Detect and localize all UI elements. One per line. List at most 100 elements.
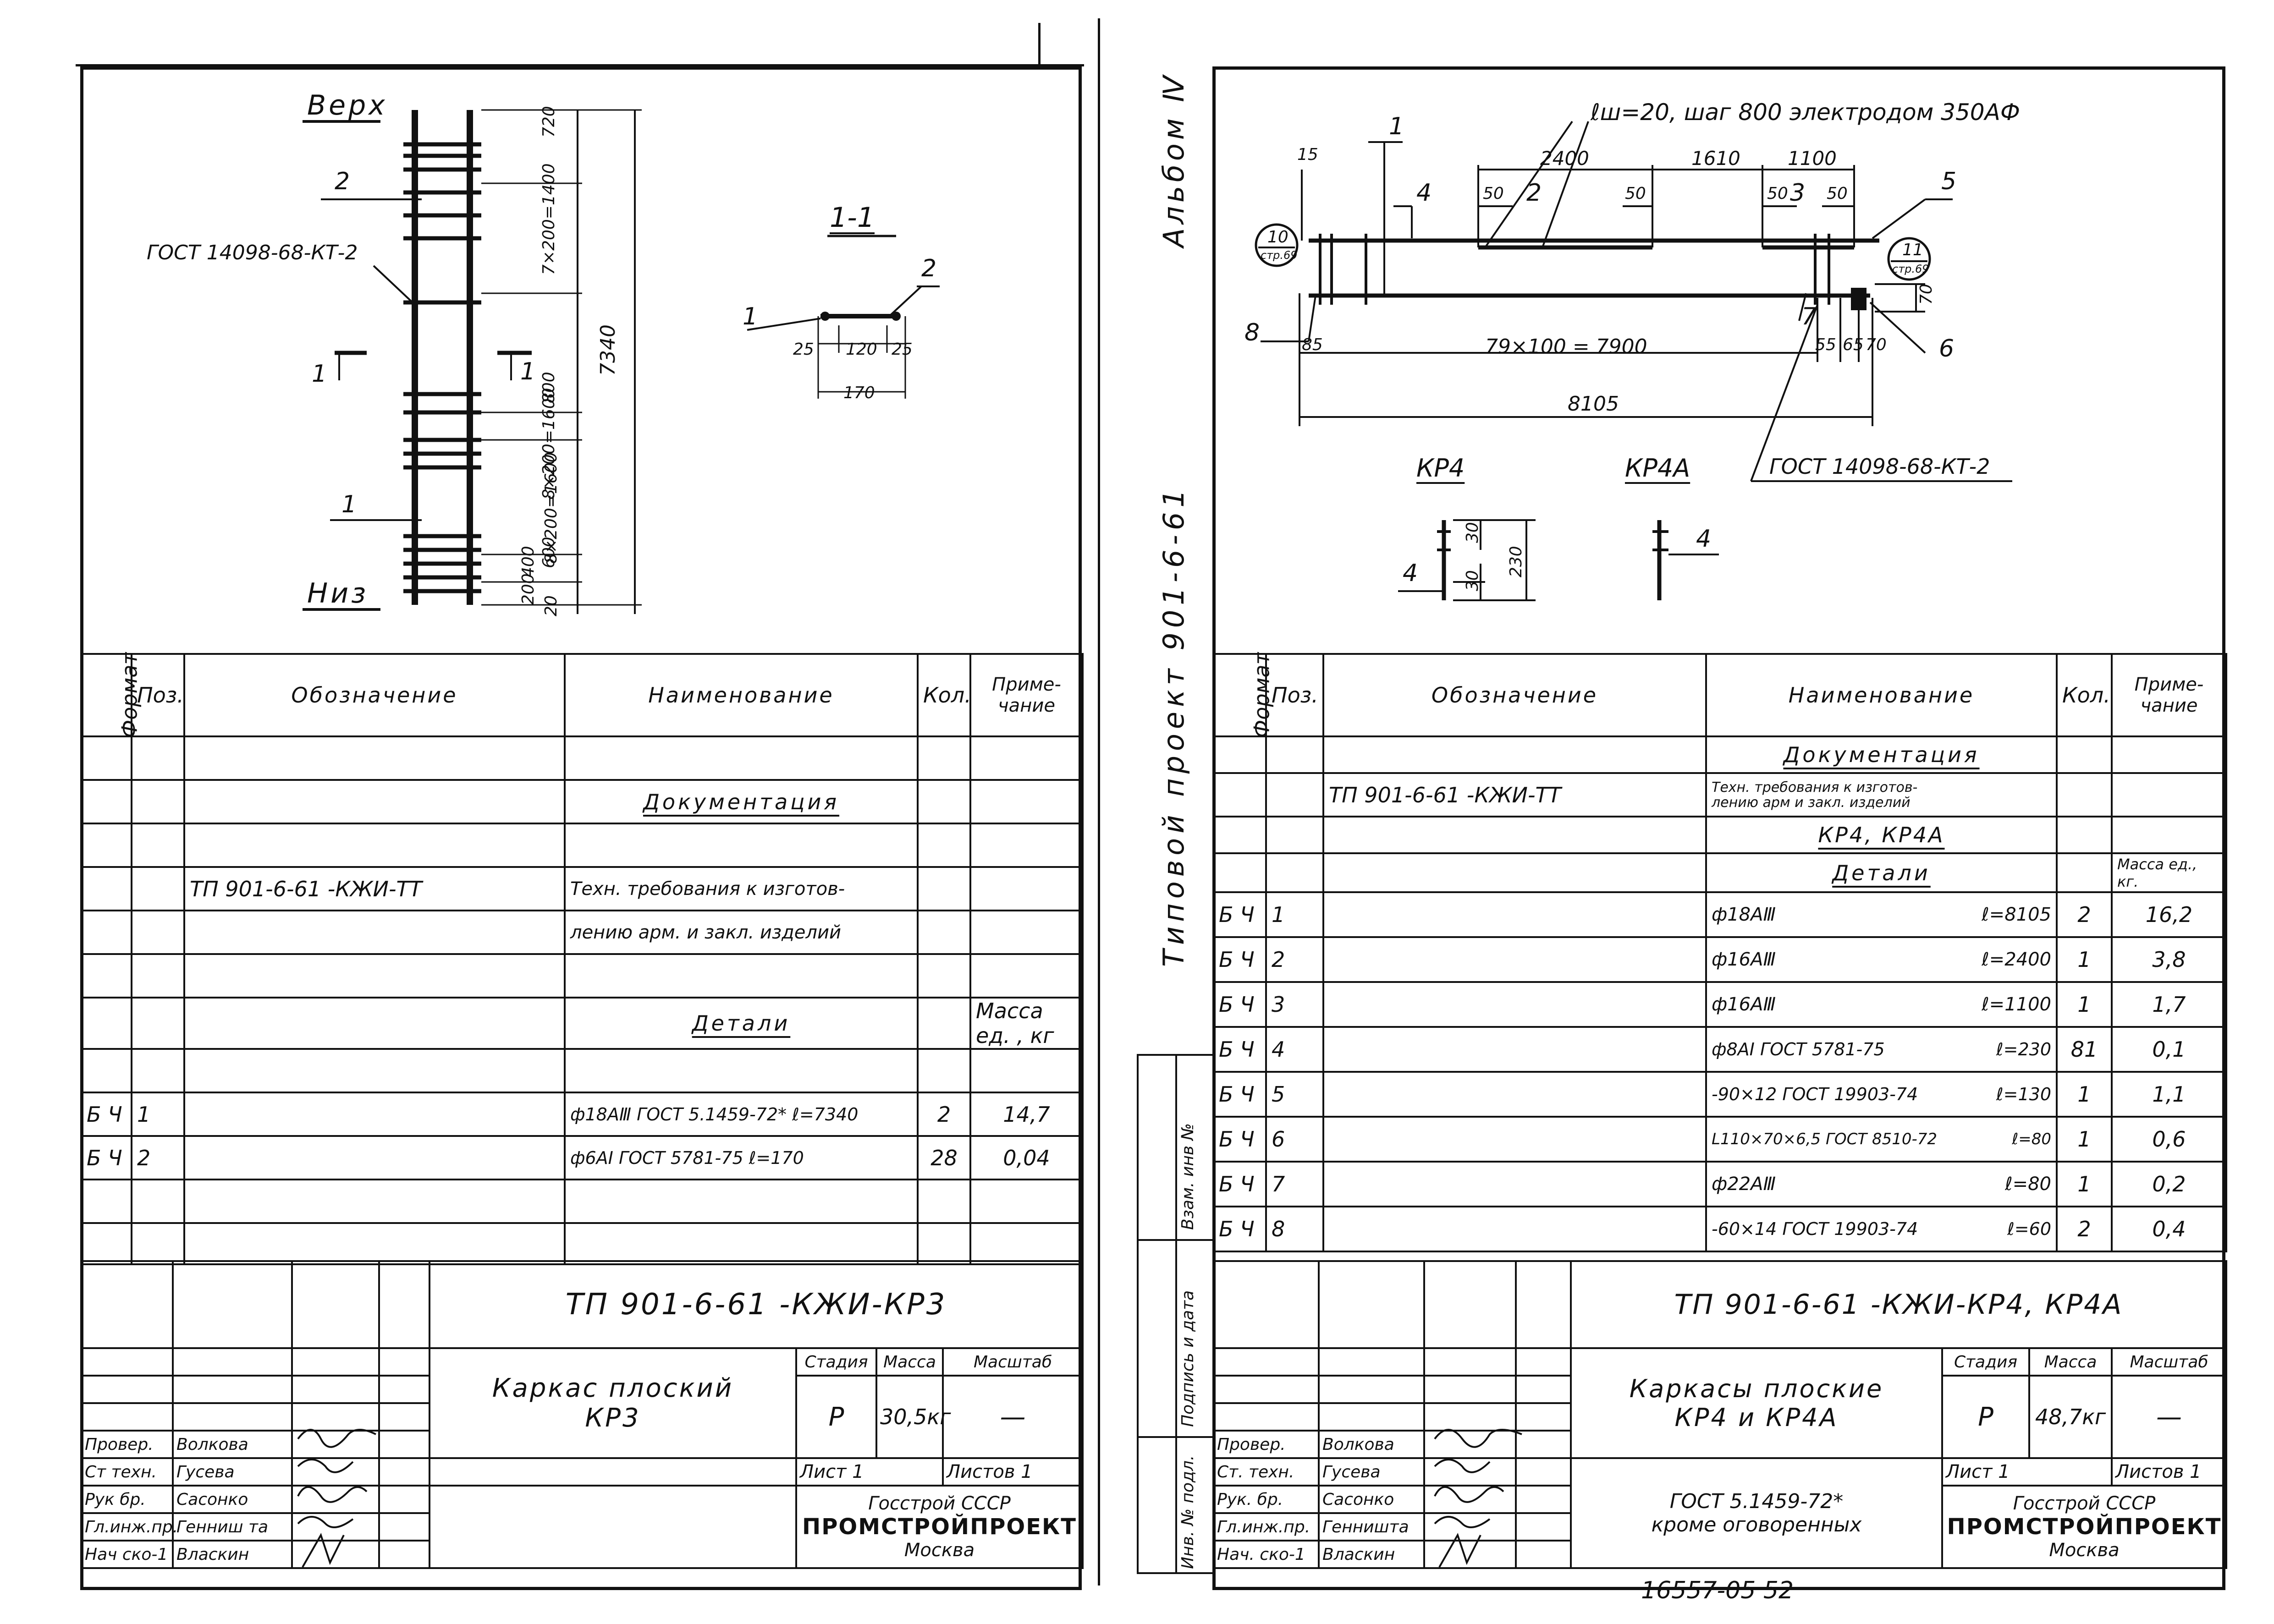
right-section-details: Детали <box>1705 852 2058 893</box>
inventory-strip: Взам. инв № Подпись и дата Инв. № подл. <box>1137 1054 1212 1574</box>
left-spec-table: Формат Поз. Обозначение Наименование Кол… <box>80 653 1084 1265</box>
section-details: Детали <box>564 997 919 1050</box>
right-org-1: Госстрой СССР <box>2013 1493 2156 1514</box>
right-header-note: Приме- чание <box>2111 653 2227 737</box>
dim-2400: 2400 <box>1540 147 1589 170</box>
stage-value: Р <box>795 1375 877 1459</box>
mark-5: 5 <box>1941 168 1957 195</box>
sheet-number: Лист 1 <box>795 1457 944 1487</box>
footer-code: 16557-05 52 <box>1641 1577 1794 1604</box>
org-1: Госстрой СССР <box>868 1493 1011 1514</box>
section-pos-2: 2 <box>921 255 937 282</box>
mass-note: Масса ед. , кг <box>969 997 1084 1050</box>
right-scale-header: Масштаб <box>2110 1347 2228 1377</box>
pos-2-label: 2 <box>335 168 350 195</box>
pos-1-label: 1 <box>341 491 357 518</box>
right-stage-header: Стадия <box>1941 1347 2030 1377</box>
circle-right-number: 11 <box>1902 241 1923 259</box>
circle-right-sub: стр.69 <box>1892 263 1929 275</box>
weld-note: ℓш=20, шаг 800 электродом 350АФ <box>1591 99 2020 126</box>
fold-mark-left <box>1038 23 1041 66</box>
right-stamp-title-2: КР4 и КР4А <box>1674 1403 1839 1432</box>
right-stage-value: Р <box>1941 1375 2030 1459</box>
stage-header: Стадия <box>795 1347 877 1377</box>
right-mass-header: Масса <box>2028 1347 2113 1377</box>
right-mass-note: Масса ед., кг. <box>2111 852 2227 893</box>
dim-85: 85 <box>1302 335 1323 354</box>
scale-header: Масштаб <box>942 1347 1084 1377</box>
right-section-documentation: Документация <box>1705 735 2058 774</box>
right-scale-value: — <box>2110 1375 2228 1459</box>
dim-50a: 50 <box>1483 184 1504 203</box>
dim-65: 65 <box>1843 335 1864 354</box>
mark-3: 3 <box>1790 179 1806 207</box>
header-name: Наименование <box>564 653 919 737</box>
org-2: ПРОМСТРОЙПРОЕКТ <box>802 1514 1077 1540</box>
right-gost-label: ГОСТ 14098-68-КТ-2 <box>1769 454 1990 479</box>
left-stamp-title-2: КР3 <box>585 1403 641 1433</box>
dim-50d: 50 <box>1827 184 1848 203</box>
mark-7: 7 <box>1801 303 1817 330</box>
gost-label: ГОСТ 14098-68-КТ-2 <box>147 241 358 264</box>
section-dim-25b: 25 <box>892 340 913 359</box>
fold-mark-right <box>1098 18 1100 1586</box>
right-doc-name-1: Техн. требования к изготов- <box>1712 779 1918 796</box>
doc-name-1: Техн. требования к изготов- <box>564 866 919 911</box>
header-qty: Кол. <box>917 653 971 737</box>
dim-50c: 50 <box>1767 184 1788 203</box>
dim-7900: 79×100 = 7900 <box>1485 335 1647 358</box>
right-gost-note-2: кроме оговоренных <box>1651 1513 1862 1536</box>
dim-70-bottom: 70 <box>1866 335 1887 354</box>
dim-8105: 8105 <box>1568 392 1619 416</box>
right-stamp-code: ТП 901-6-61 -КЖИ-КР4, КР4А <box>1569 1260 2228 1349</box>
right-sheet-number: Лист 1 <box>1941 1457 2113 1487</box>
header-format: Формат <box>80 653 142 738</box>
section-pos-1: 1 <box>743 303 758 330</box>
right-org-2: ПРОМСТРОЙПРОЕКТ <box>1947 1514 2222 1540</box>
section-dim-170: 170 <box>843 384 875 402</box>
dim-50b: 50 <box>1625 184 1646 203</box>
mass-header: Масса <box>875 1347 944 1377</box>
mass-value: 30,5кг <box>875 1375 951 1459</box>
right-org-3: Москва <box>2049 1540 2120 1561</box>
kr4-pos: 4 <box>1403 560 1418 587</box>
right-doc-ref: ТП 901-6-61 -КЖИ-ТТ <box>1322 772 1707 817</box>
left-stamp-code: ТП 901-6-61 -КЖИ-КР3 <box>428 1260 1084 1349</box>
circle-left-number: 10 <box>1267 228 1288 247</box>
section-dim-120: 120 <box>846 340 877 359</box>
header-note: Приме- чание <box>969 653 1084 737</box>
right-header-designation: Обозначение <box>1322 653 1707 737</box>
right-header-pos: Поз. <box>1265 653 1324 737</box>
top-edge-line <box>76 64 1084 66</box>
mark-2: 2 <box>1526 179 1542 207</box>
right-gost-note-1: ГОСТ 5.1459-72* <box>1669 1490 1844 1513</box>
section-mark-right: 1 <box>520 358 536 385</box>
right-title-block: ТП 901-6-61 -КЖИ-КР4, КР4А Каркасы плоск… <box>1212 1260 2228 1569</box>
right-doc-name-2: лению арм и закл. изделий <box>1712 794 1911 811</box>
dim-1610: 1610 <box>1691 147 1740 170</box>
section-documentation: Документация <box>564 779 919 824</box>
top-label: Верх <box>307 89 388 121</box>
mark-8: 8 <box>1244 319 1260 346</box>
mark-1: 1 <box>1389 113 1404 140</box>
right-header-name: Наименование <box>1705 653 2058 737</box>
right-header-qty: Кол. <box>2056 653 2113 737</box>
section-title: 1-1 <box>830 202 875 234</box>
circle-left-sub: стр.69 <box>1261 249 1298 262</box>
left-stamp-title-1: Каркас плоский <box>492 1373 734 1403</box>
section-mark-left: 1 <box>312 360 327 388</box>
doc-name-2: лению арм. и закл. изделий <box>564 910 919 955</box>
dim-55: 55 <box>1815 335 1836 354</box>
left-title-block: ТП 901-6-61 -КЖИ-КР3 Каркас плоский КР3 … <box>80 1260 1084 1569</box>
mark-4: 4 <box>1416 179 1432 207</box>
